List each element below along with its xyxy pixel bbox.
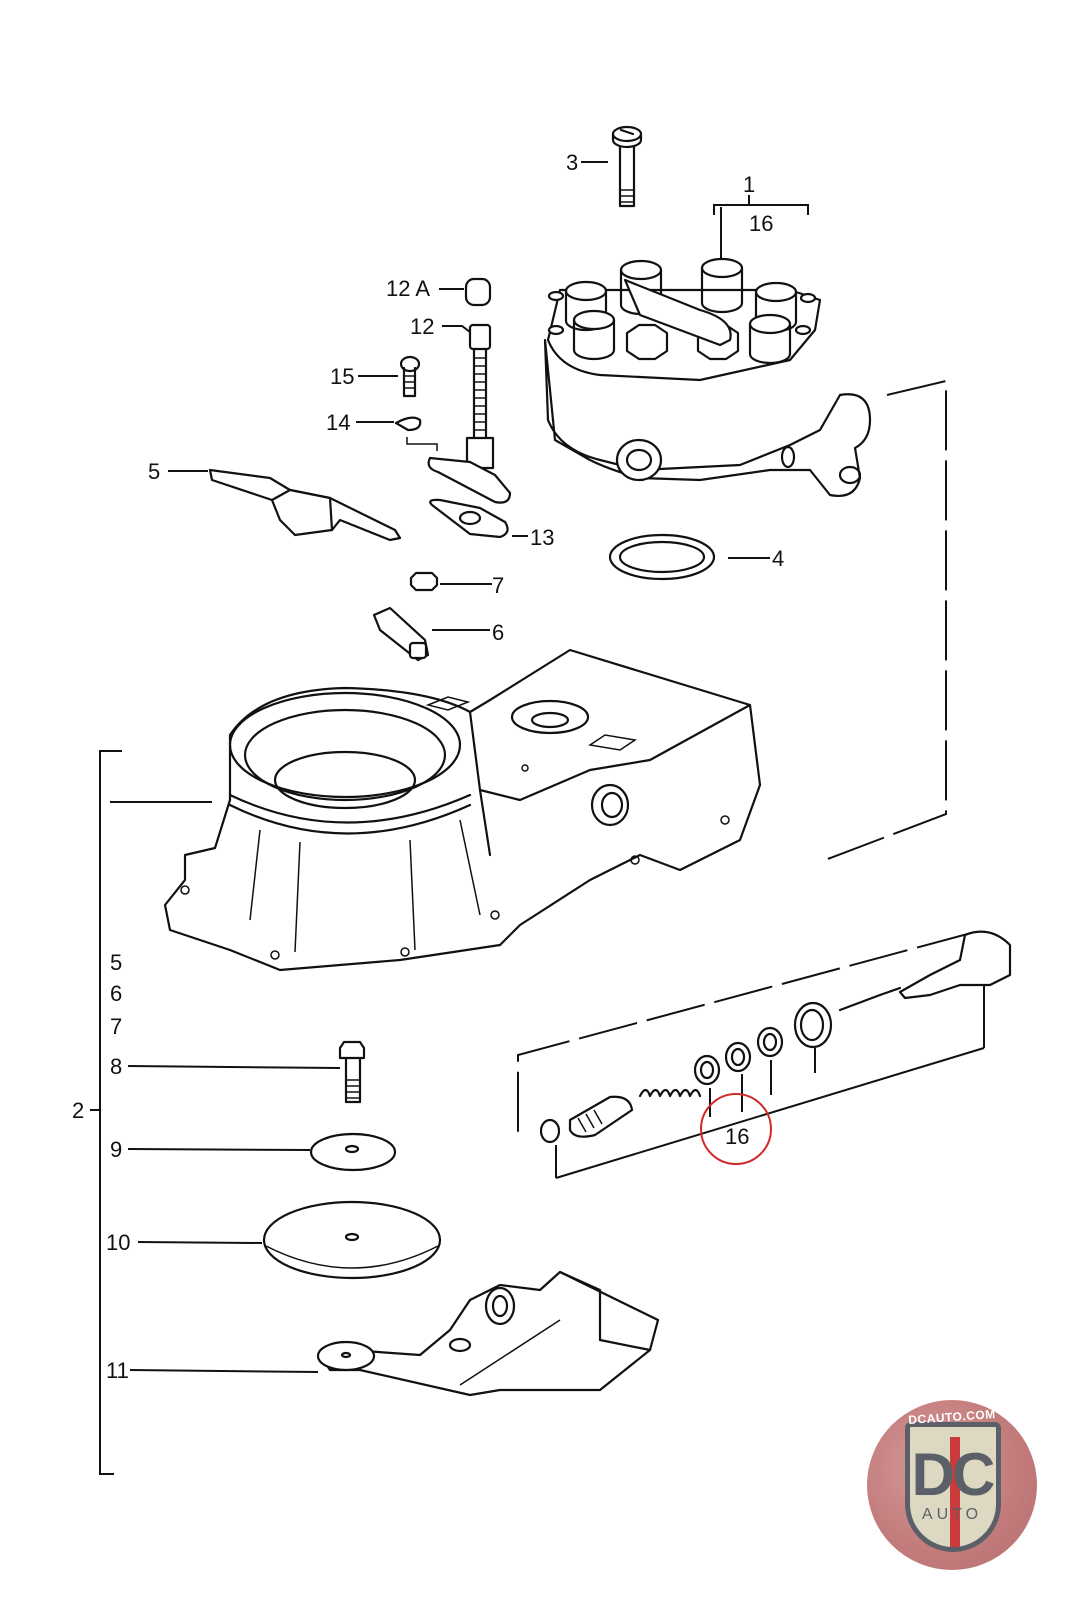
callout-5-list: 5 (110, 950, 122, 975)
part-13-gasket (429, 498, 509, 539)
callout-7-list: 7 (110, 1014, 122, 1039)
callout-2: 2 (72, 1098, 84, 1123)
part-1-fuel-distributor (543, 257, 872, 497)
part-12a-cap (464, 277, 492, 307)
callout-14: 14 (326, 410, 350, 435)
leader-8 (127, 1065, 341, 1069)
dcauto-logo: DCAUTO.COM DC AUTO (867, 1400, 1037, 1570)
callout-13: 13 (530, 525, 554, 550)
part-7-nut (409, 571, 439, 592)
part-4-o-ring (608, 533, 716, 581)
leader-10 (137, 1241, 263, 1244)
callout-11: 11 (106, 1358, 129, 1383)
callout-12: 12 (410, 314, 434, 339)
needle (838, 986, 902, 1012)
fitting (898, 930, 1012, 1000)
callout-8: 8 (110, 1054, 122, 1079)
injector-assembly (539, 930, 1012, 1179)
leader-11 (129, 1369, 319, 1373)
logo-sub-text: AUTO (921, 1506, 983, 1523)
piston (568, 1095, 634, 1138)
callout-4: 4 (772, 546, 784, 571)
callout-16-bottom: 16 (725, 1124, 749, 1149)
dashed-line-assembly (517, 931, 976, 1138)
part-6-clevis (372, 606, 430, 662)
part-15-screw (399, 355, 421, 398)
callout-12a: 12 A (386, 276, 430, 301)
part-3-screw (611, 125, 643, 208)
logo-stripe (950, 1437, 960, 1547)
dashed-line-right (819, 379, 947, 863)
callout-1: 1 (743, 172, 755, 197)
washer-16a (693, 1054, 721, 1086)
bracket-1-16 (713, 195, 809, 258)
part-9-washer (309, 1132, 397, 1172)
bracket-2 (90, 750, 212, 1475)
seal-left (539, 1118, 561, 1144)
washer-16b (724, 1041, 752, 1073)
part-10-sensor-plate (262, 1200, 442, 1280)
callout-6-top: 6 (492, 620, 504, 645)
callout-16-top: 16 (749, 211, 773, 236)
logo-main-text: DC (911, 1441, 996, 1508)
washer-16c (756, 1026, 784, 1058)
callout-15: 15 (330, 364, 354, 389)
callout-6-list: 6 (110, 981, 122, 1006)
leader-12 (442, 325, 471, 333)
part-12-adjusting-screw (427, 323, 512, 504)
callout-9: 9 (110, 1137, 122, 1162)
highlight-circle (700, 1093, 772, 1165)
part-8-bolt (338, 1040, 366, 1104)
part-11-lever-assembly (316, 1270, 660, 1397)
callout-10: 10 (106, 1230, 130, 1255)
callout-5-top: 5 (148, 459, 160, 484)
part-5-lever (208, 468, 402, 542)
spring (638, 1088, 702, 1098)
seal-large (793, 1001, 833, 1049)
callout-7-top: 7 (492, 573, 504, 598)
part-14-lug (394, 416, 438, 451)
callout-3: 3 (566, 150, 578, 175)
part-2-housing (163, 648, 762, 972)
leader-9 (127, 1148, 311, 1151)
logo-shield (905, 1422, 1001, 1552)
